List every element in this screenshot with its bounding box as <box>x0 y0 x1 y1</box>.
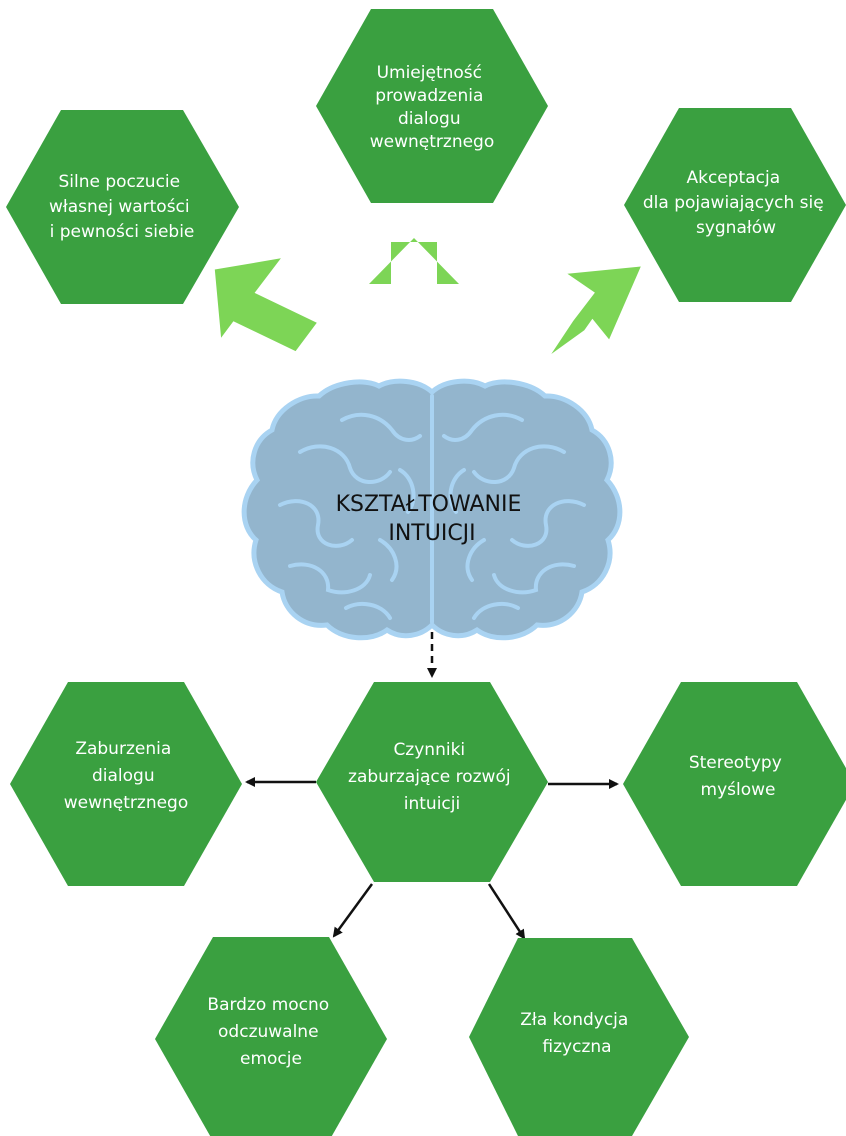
arrow-up-left <box>214 258 317 352</box>
brain-folds <box>278 394 586 624</box>
upper-node-left: Silne poczucie własnej wartości i pewnoś… <box>6 110 239 304</box>
hexagon-shape <box>469 938 689 1136</box>
up-arrows <box>214 238 641 354</box>
hub-connectors <box>245 777 619 940</box>
lower-node-right-label: Stereotypy myślowe <box>689 753 787 800</box>
upper-node-top-label: Umiejętność prowadzenia dialogu wewnętrz… <box>370 63 495 152</box>
brain-icon: KSZTAŁTOWANIE INTUICJI <box>241 378 623 641</box>
hexagon-shape <box>155 937 387 1136</box>
hexagon-shape <box>316 682 548 882</box>
upper-node-top: Umiejętność prowadzenia dialogu wewnętrz… <box>316 9 548 203</box>
lower-node-bottom-left-label: Bardzo mocno odczuwalne emocje <box>207 995 334 1069</box>
lower-node-bottom-left: Bardzo mocno odczuwalne emocje <box>155 937 387 1136</box>
lower-node-left-label: Zaburzenia dialogu wewnętrznego <box>64 739 189 813</box>
lower-hub-label: Czynniki zaburzające rozwój intuicji <box>348 740 516 814</box>
connector-bottom-left <box>332 883 374 938</box>
lower-hub: Czynniki zaburzające rozwój intuicji <box>316 682 548 882</box>
upper-node-right-label: Akceptacja dla pojawiających się sygnałó… <box>643 168 829 238</box>
arrow-up-right <box>551 266 641 354</box>
lower-node-bottom-right-label: Zła kondycja fizyczna <box>520 1010 633 1057</box>
connector-bottom-right <box>487 883 526 940</box>
upper-node-left-label: Silne poczucie własnej wartości i pewnoś… <box>49 172 195 242</box>
lower-node-bottom-right: Zła kondycja fizyczna <box>469 938 689 1136</box>
center-title: KSZTAŁTOWANIE INTUICJI <box>336 492 529 546</box>
arrow-up-center <box>369 238 459 284</box>
lower-node-right: Stereotypy myślowe <box>623 682 846 886</box>
hexagon-shape <box>624 108 846 302</box>
lower-node-left: Zaburzenia dialogu wewnętrznego <box>10 682 242 886</box>
hexagon-shape <box>316 9 548 203</box>
hexagon-shape <box>623 682 846 886</box>
hexagon-shape <box>6 110 239 304</box>
hexagon-shape <box>10 682 242 886</box>
upper-node-right: Akceptacja dla pojawiających się sygnałó… <box>624 108 846 302</box>
